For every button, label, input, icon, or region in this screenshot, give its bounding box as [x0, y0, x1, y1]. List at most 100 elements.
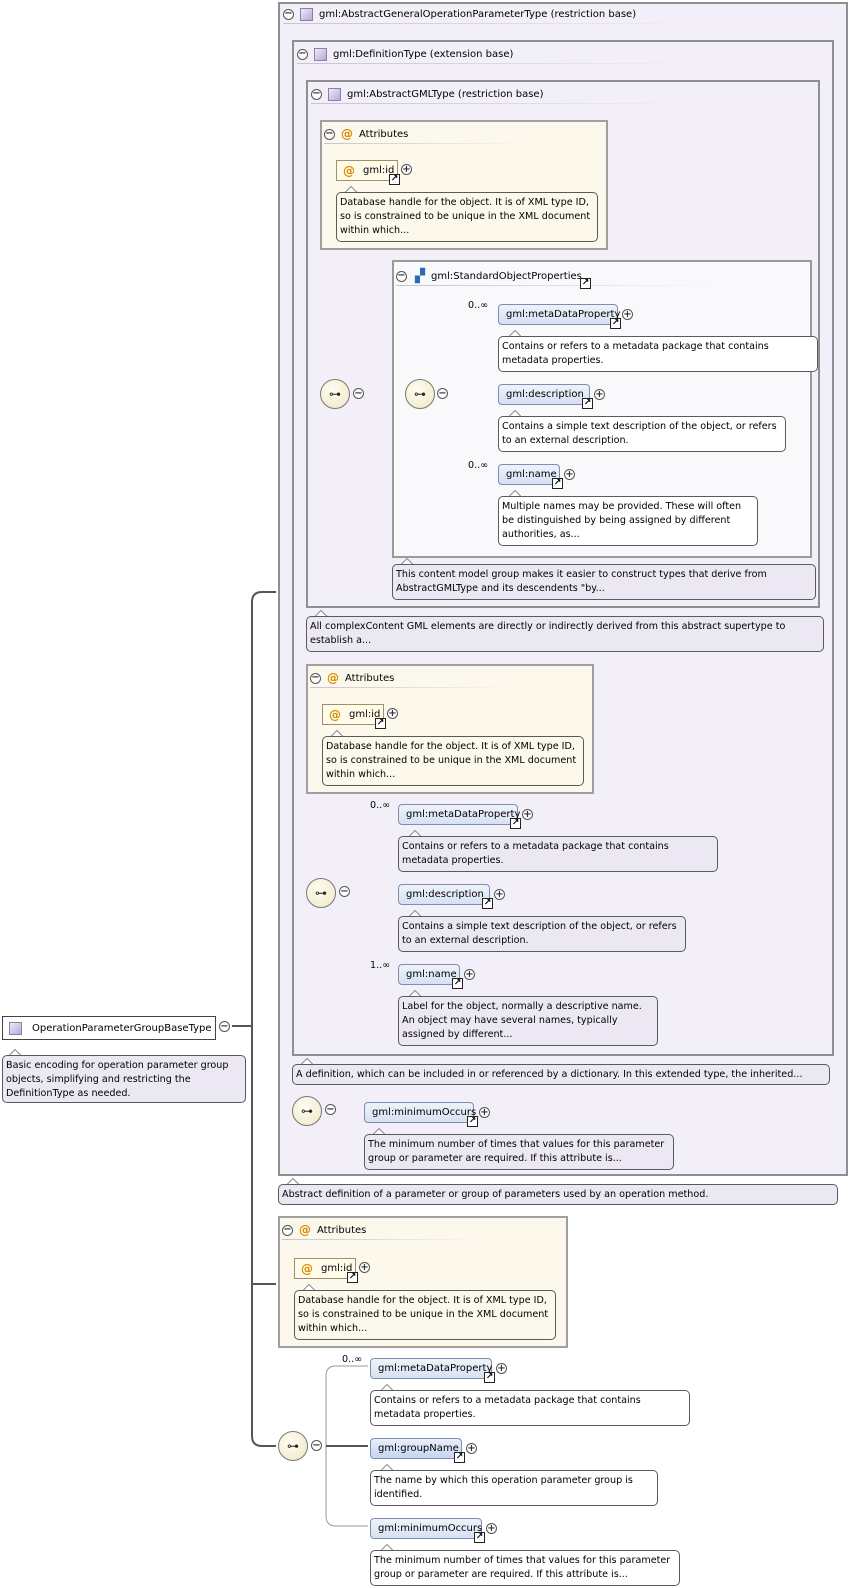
expand-icon[interactable]: +: [401, 163, 412, 175]
minimum-occurs-element-2[interactable]: gml:minimumOccurs: [370, 1518, 482, 1539]
link-icon[interactable]: ↗: [467, 1116, 478, 1127]
metadata-property-element-3[interactable]: gml:metaDataProperty: [370, 1358, 492, 1379]
expand-icon[interactable]: +: [359, 1261, 370, 1273]
expand-icon[interactable]: +: [496, 1362, 507, 1374]
link-icon[interactable]: ↗: [552, 478, 563, 489]
description-doc-1: Contains a simple text description of th…: [498, 416, 786, 452]
doc-pointer: [372, 1128, 386, 1135]
collapse-icon[interactable]: −: [325, 1103, 336, 1115]
doc-pointer: [302, 1284, 316, 1291]
collapse-icon[interactable]: −: [324, 128, 335, 140]
doc-pointer: [314, 610, 328, 617]
expand-icon[interactable]: +: [387, 707, 398, 719]
description-element-2[interactable]: gml:description: [398, 884, 490, 905]
link-icon[interactable]: ↗: [582, 398, 593, 409]
multiplicity-label: 0..∞: [468, 300, 489, 311]
doc-pointer: [400, 558, 414, 565]
element-label: gml:metaDataProperty: [378, 1363, 493, 1374]
multiplicity-label: 0..∞: [468, 460, 489, 471]
link-icon[interactable]: ↗: [347, 1272, 358, 1283]
standard-object-properties-header[interactable]: − ▞ gml:StandardObjectProperties: [396, 268, 716, 286]
complex-type-icon: [300, 7, 313, 21]
link-icon[interactable]: ↗: [474, 1532, 485, 1543]
metadata-property-element-2[interactable]: gml:metaDataProperty: [398, 804, 520, 825]
multiplicity-label: 0..∞: [370, 800, 391, 811]
attributes-header-2[interactable]: − @ Attributes: [310, 670, 510, 688]
general-operation-parameter-type-title: gml:AbstractGeneralOperationParameterTyp…: [319, 8, 637, 20]
doc-pointer: [330, 730, 344, 737]
sequence-icon[interactable]: ⊶: [320, 379, 350, 409]
link-icon[interactable]: ↗: [580, 278, 591, 289]
expand-icon[interactable]: +: [522, 808, 533, 820]
root-type[interactable]: OperationParameterGroupBaseType: [2, 1016, 216, 1040]
abstract-gml-type-header[interactable]: − gml:AbstractGMLType (restriction base): [311, 86, 691, 104]
name-element-std[interactable]: gml:name: [498, 464, 560, 485]
collapse-icon[interactable]: −: [396, 270, 407, 282]
collapse-icon[interactable]: −: [311, 1439, 322, 1451]
metadata-property-element-1[interactable]: gml:metaDataProperty: [498, 304, 620, 325]
collapse-icon[interactable]: −: [437, 387, 448, 399]
doc-pointer: [408, 910, 422, 917]
link-icon[interactable]: ↗: [452, 978, 463, 989]
link-icon[interactable]: ↗: [375, 718, 386, 729]
sequence-icon[interactable]: ⊶: [306, 878, 336, 908]
collapse-icon[interactable]: −: [297, 48, 308, 60]
gml-id-attribute-1[interactable]: @ gml:id: [336, 160, 398, 181]
name-element-def[interactable]: gml:name: [398, 964, 460, 985]
link-icon[interactable]: ↗: [389, 174, 400, 185]
link-icon[interactable]: ↗: [454, 1452, 465, 1463]
collapse-icon[interactable]: −: [310, 672, 321, 684]
attributes-title: Attributes: [359, 128, 409, 140]
expand-icon[interactable]: +: [479, 1106, 490, 1118]
description-element-1[interactable]: gml:description: [498, 384, 590, 405]
metadata-property-doc-2: Contains or refers to a metadata package…: [398, 836, 718, 872]
gml-id-attribute-3[interactable]: @ gml:id: [294, 1258, 356, 1279]
doc-pointer: [408, 830, 422, 837]
element-label: gml:minimumOccurs: [372, 1107, 477, 1118]
expand-icon[interactable]: +: [494, 888, 505, 900]
definition-type-header[interactable]: − gml:DefinitionType (extension base): [297, 46, 697, 64]
general-operation-parameter-type-doc: Abstract definition of a parameter or gr…: [278, 1184, 838, 1205]
expand-icon[interactable]: +: [464, 968, 475, 980]
collapse-icon[interactable]: −: [339, 885, 350, 897]
metadata-property-doc-1: Contains or refers to a metadata package…: [498, 336, 818, 372]
minimum-occurs-element-1[interactable]: gml:minimumOccurs: [364, 1102, 477, 1123]
link-icon[interactable]: ↗: [610, 318, 621, 329]
minimum-occurs-doc-2: The minimum number of times that values …: [370, 1550, 680, 1586]
element-label: gml:minimumOccurs: [378, 1523, 483, 1534]
attribute-icon: @: [343, 163, 355, 178]
doc-pointer: [344, 186, 358, 193]
gml-id-doc-3: Database handle for the object. It is of…: [294, 1290, 556, 1340]
attributes-title: Attributes: [345, 672, 395, 684]
collapse-icon[interactable]: −: [219, 1020, 230, 1032]
expand-icon[interactable]: +: [486, 1522, 497, 1534]
gml-id-doc-1: Database handle for the object. It is of…: [336, 192, 598, 242]
attributes-header-3[interactable]: − @ Attributes: [282, 1222, 482, 1240]
collapse-icon[interactable]: −: [353, 387, 364, 399]
expand-icon[interactable]: +: [564, 468, 575, 480]
collapse-icon[interactable]: −: [283, 8, 294, 20]
root-doc: Basic encoding for operation parameter g…: [2, 1055, 246, 1103]
gml-id-doc-2: Database handle for the object. It is of…: [322, 736, 584, 786]
sequence-icon[interactable]: ⊶: [405, 379, 435, 409]
group-name-element[interactable]: gml:groupName: [370, 1438, 462, 1459]
collapse-icon[interactable]: −: [311, 88, 322, 100]
element-label: gml:description: [406, 889, 484, 900]
complex-type-icon: [328, 87, 341, 101]
gml-id-attribute-2[interactable]: @ gml:id: [322, 704, 384, 725]
definition-type-title: gml:DefinitionType (extension base): [333, 48, 514, 60]
abstract-gml-type-title: gml:AbstractGMLType (restriction base): [347, 88, 544, 100]
link-icon[interactable]: ↗: [510, 818, 521, 829]
link-icon[interactable]: ↗: [482, 898, 493, 909]
expand-icon[interactable]: +: [466, 1442, 477, 1454]
expand-icon[interactable]: +: [622, 308, 633, 320]
general-operation-parameter-type-header[interactable]: − gml:AbstractGeneralOperationParameterT…: [283, 6, 703, 24]
link-icon[interactable]: ↗: [484, 1372, 495, 1383]
attribute-icon: @: [329, 707, 341, 722]
sequence-icon[interactable]: ⊶: [292, 1096, 322, 1126]
expand-icon[interactable]: +: [594, 388, 605, 400]
attributes-header-1[interactable]: − @ Attributes: [324, 126, 524, 144]
collapse-icon[interactable]: −: [282, 1224, 293, 1236]
sequence-icon[interactable]: ⊶: [278, 1431, 308, 1461]
attribute-icon: @: [299, 1223, 311, 1237]
